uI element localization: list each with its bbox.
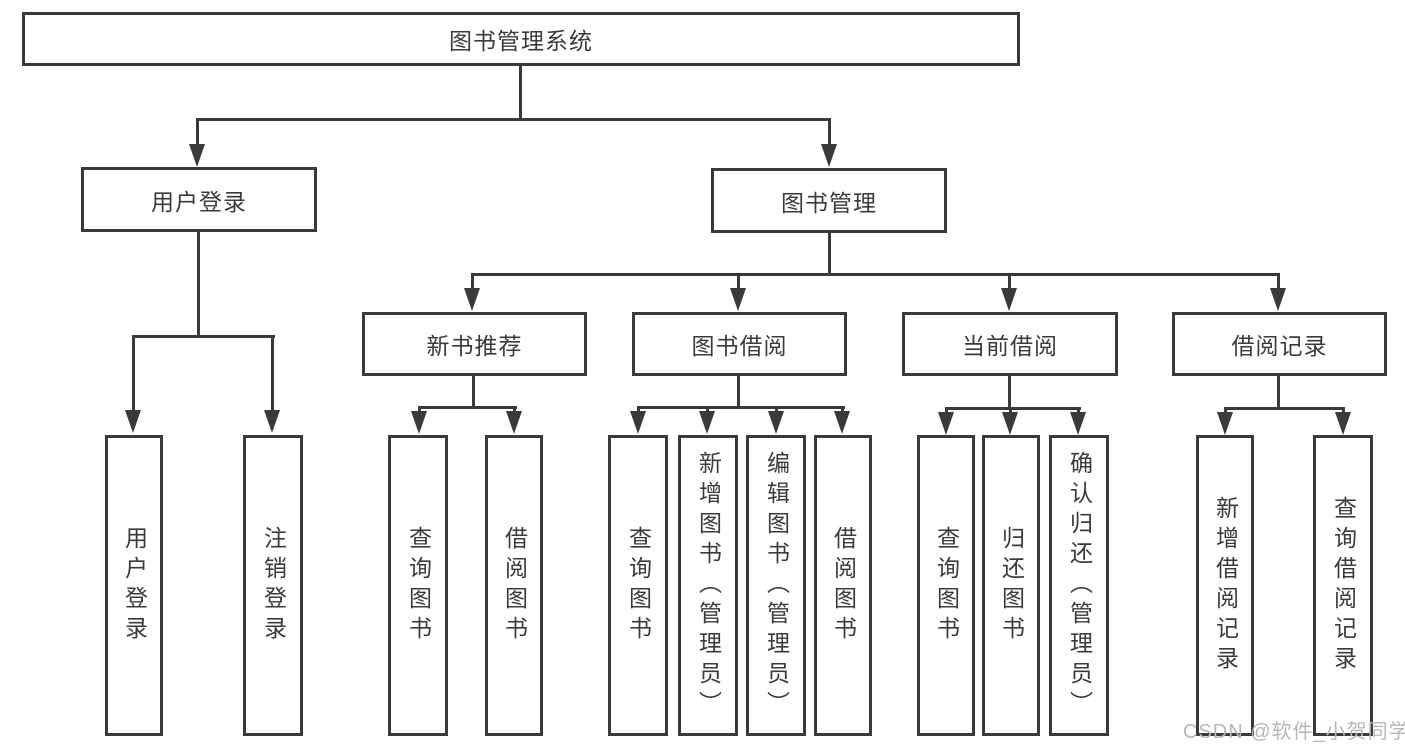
connector-line: [418, 406, 421, 414]
connector-line: [1009, 407, 1012, 415]
node-borrowing-records: 借阅记录: [1172, 312, 1387, 376]
connector-line: [945, 407, 1081, 410]
connector-line: [775, 406, 778, 414]
connector-line: [132, 335, 135, 411]
node-library-system: 图书管理系统: [22, 12, 1020, 66]
node-leaf-confirm-return-admin: 确认归还（管理员）: [1049, 435, 1109, 736]
connector-line: [271, 335, 274, 411]
node-book-borrowing: 图书借阅: [632, 312, 847, 376]
connector-arrowhead: [938, 412, 954, 435]
connector-line: [196, 118, 199, 146]
connector-line: [1077, 407, 1080, 415]
node-label: 用户登录: [121, 525, 148, 646]
connector-line: [706, 406, 709, 414]
node-label: 借阅图书: [501, 525, 528, 646]
connector-arrowhead: [125, 410, 141, 433]
connector-line: [737, 376, 740, 408]
node-current-borrowing: 当前借阅: [902, 312, 1118, 376]
node-leaf-logout: 注销登录: [243, 435, 303, 736]
connector-arrowhead: [1070, 412, 1086, 435]
connector-arrowhead: [464, 288, 480, 311]
node-leaf-borrow-book: 借阅图书: [814, 435, 872, 736]
node-label: 借阅图书: [830, 525, 857, 646]
csdn-watermark: CSDN @软件_小贺同学: [1183, 721, 1405, 743]
node-leaf-borrow-book-recommend: 借阅图书: [485, 435, 543, 736]
connector-line: [1277, 376, 1280, 410]
connector-line: [828, 118, 831, 146]
connector-line: [197, 232, 200, 336]
node-leaf-add-borrow-record: 新增借阅记录: [1196, 435, 1254, 736]
node-leaf-return-book: 归还图书: [982, 435, 1040, 736]
connector-line: [513, 406, 516, 414]
node-label: 查询图书: [933, 525, 960, 646]
connector-arrowhead: [1335, 412, 1351, 435]
connector-arrowhead: [630, 411, 646, 434]
connector-arrowhead: [1270, 288, 1286, 311]
node-book-management: 图书管理: [711, 168, 947, 233]
node-label: 当前借阅: [962, 333, 1058, 359]
node-label: 编辑图书（管理员）: [763, 450, 790, 721]
connector-line: [471, 273, 474, 289]
node-leaf-user-login: 用户登录: [105, 435, 163, 736]
node-label: 查询图书: [405, 525, 432, 646]
node-label: 查询图书: [625, 525, 652, 646]
connector-line: [841, 406, 844, 414]
node-leaf-add-book-admin: 新增图书（管理员）: [678, 435, 738, 736]
connector-arrowhead: [1217, 412, 1233, 435]
connector-line: [418, 406, 517, 409]
node-leaf-query-book-current: 查询图书: [917, 435, 975, 736]
connector-arrowhead: [1001, 288, 1017, 311]
node-label: 查询借阅记录: [1330, 495, 1357, 676]
connector-line: [1008, 376, 1011, 410]
connector-line: [737, 273, 740, 289]
node-label: 归还图书: [998, 525, 1025, 646]
node-label: 图书借阅: [691, 333, 788, 359]
connector-line: [519, 66, 522, 118]
connector-arrowhead: [189, 144, 205, 167]
node-label: 图书管理: [781, 189, 877, 216]
connector-arrowhead: [699, 411, 715, 434]
node-label: 新增图书（管理员）: [695, 450, 722, 721]
connector-line: [132, 335, 275, 338]
connector-arrowhead: [506, 411, 522, 434]
node-leaf-query-book-recommend: 查询图书: [388, 435, 448, 736]
connector-line: [637, 406, 640, 414]
connector-line: [945, 407, 948, 415]
connector-arrowhead: [1002, 412, 1018, 435]
connector-line: [472, 375, 475, 408]
node-label: 图书管理系统: [449, 28, 593, 54]
connector-line: [1224, 407, 1227, 415]
connector-arrowhead: [768, 411, 784, 434]
node-label: 借阅记录: [1231, 333, 1328, 359]
connector-line: [637, 406, 845, 409]
node-leaf-query-borrow-record: 查询借阅记录: [1313, 435, 1373, 736]
connector-line: [1224, 407, 1345, 410]
connector-line: [1342, 407, 1345, 415]
connector-arrowhead: [264, 410, 280, 433]
node-user-login: 用户登录: [81, 167, 317, 232]
node-leaf-query-book-borrowing: 查询图书: [608, 435, 668, 736]
node-label: 新书推荐: [426, 333, 523, 359]
node-new-book-recommend: 新书推荐: [362, 312, 587, 376]
connector-line: [1008, 273, 1011, 289]
node-leaf-edit-book-admin: 编辑图书（管理员）: [746, 435, 806, 736]
connector-arrowhead: [730, 288, 746, 311]
node-label: 用户登录: [151, 188, 247, 215]
connector-arrowhead: [821, 144, 837, 167]
node-label: 确认归还（管理员）: [1066, 450, 1093, 721]
node-label: 新增借阅记录: [1212, 495, 1239, 676]
connector-line: [197, 118, 831, 121]
connector-line: [471, 273, 1280, 276]
connector-arrowhead: [834, 411, 850, 434]
node-label: 注销登录: [260, 525, 287, 646]
connector-line: [1277, 273, 1280, 289]
connector-line: [828, 233, 831, 275]
connector-arrowhead: [411, 411, 427, 434]
